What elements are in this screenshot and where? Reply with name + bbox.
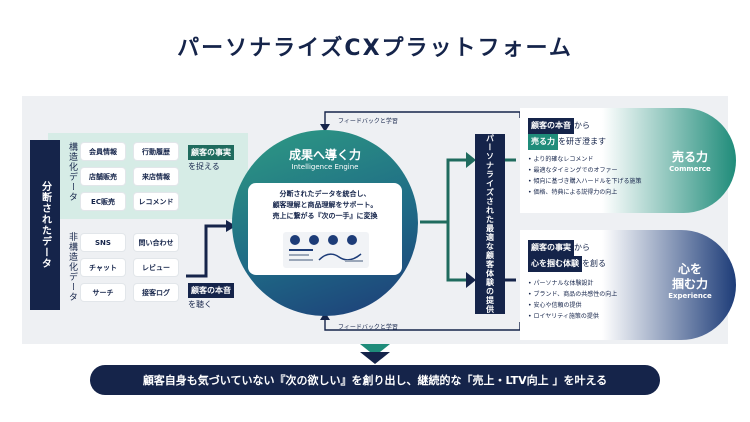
experience-text: 顧客の事実から 心を掴む体験を創る • パーソナルな体験設計 • ブランド、商品…: [528, 240, 658, 322]
experience-power-1: 心を: [677, 262, 702, 276]
commerce-chip-1: 顧客の本音: [528, 118, 574, 134]
down-arrow-bottom: [360, 352, 390, 364]
tag-visit-info: 来店情報: [134, 168, 178, 185]
experience-chip-2: 心を掴む体験: [528, 256, 582, 272]
list-item: • 傾向に基づき購入ハードルを下げる施策: [528, 178, 642, 185]
list-item: • ロイヤリティ施策の提供: [528, 313, 599, 320]
list-item: • より的確なレコメンド: [528, 156, 594, 163]
feedback-bottom-label: フィードバックと学習: [338, 324, 398, 331]
experience-bullets: • パーソナルな体験設計 • ブランド、商品の共感性の向上 • 安心や信頼の提供…: [528, 278, 658, 322]
list-item: • ブランド、商品の共感性の向上: [528, 291, 618, 298]
structured-data-label: 構造化データ: [67, 142, 77, 202]
tag-store-sales: 店舗販売: [81, 168, 125, 185]
down-arrow-top: [360, 344, 390, 356]
commerce-suffix-2: を研ぎ澄ます: [558, 137, 606, 146]
optimal-experience-label: パーソナライズされた最適な顧客体験の提供: [475, 134, 505, 314]
fact-chip: 顧客の事実: [188, 145, 234, 160]
tag-chat: チャット: [81, 259, 125, 276]
engine-description: 分断されたデータを統合し、 顧客理解と商品理解をサポート。 売上に繋がる『次の一…: [248, 189, 402, 222]
experience-chip-1: 顧客の事実: [528, 240, 574, 256]
commerce-power: 売る力: [671, 150, 708, 164]
voice-arrowhead: [226, 220, 236, 232]
feedback-top-arrowhead: [320, 124, 330, 132]
experience-title: 心を 掴む力 Experience: [660, 262, 720, 300]
dashboard-illustration-icon: [283, 232, 369, 268]
commerce-title: 売る力 Commerce: [660, 148, 720, 173]
commerce-headline-2: 売る力を研ぎ澄ます: [528, 134, 658, 150]
tag-sns: SNS: [81, 234, 125, 251]
commerce-chip-2: 売る力: [528, 134, 558, 150]
upper-right-arrowhead: [466, 152, 476, 168]
commerce-headline-1: 顧客の本音から: [528, 118, 658, 134]
list-item: • パーソナルな体験設計: [528, 280, 594, 287]
commerce-text: 顧客の本音から 売る力を研ぎ澄ます • より的確なレコメンド • 最適なタイミン…: [528, 118, 658, 198]
tag-behavior-history: 行動履歴: [134, 143, 178, 160]
fragmented-data-label: 分断されたデータ: [30, 140, 60, 310]
list-item: • 安心や信頼の提供: [528, 302, 582, 309]
tag-inquiry: 問い合わせ: [134, 234, 178, 251]
commerce-bullets: • より的確なレコメンド • 最適なタイミングでのオファー • 傾向に基づき購入…: [528, 154, 658, 198]
experience-en: Experience: [668, 292, 712, 300]
bottom-banner: 顧客自身も気づいていない『次の欲しい』を創り出し、継続的な「売上・LTV向上 」…: [90, 365, 660, 395]
tag-recommend: レコメンド: [134, 193, 178, 210]
engine-line-2: 顧客理解と商品理解をサポート。: [272, 201, 378, 209]
list-item: • 最適なタイミングでのオファー: [528, 167, 618, 174]
feedback-bottom-arrowhead: [320, 312, 330, 320]
experience-suffix-2: を創る: [582, 259, 606, 268]
page-title: パーソナライズCXプラットフォーム: [177, 36, 573, 61]
voice-suffix: を聴く: [188, 300, 212, 309]
tag-member-info: 会員情報: [81, 143, 125, 160]
voice-arrow: [186, 224, 228, 278]
experience-power-2: 掴む力: [671, 277, 708, 291]
commerce-suffix-1: から: [574, 121, 590, 130]
fact-suffix: を捉える: [188, 162, 220, 171]
engine-line-1: 分断されたデータを統合し、: [279, 190, 371, 198]
engine-line-3: 売上に繋がる『次の一手』に変換: [272, 212, 378, 220]
lower-right-arrowhead: [466, 272, 476, 288]
engine-subtitle: Intelligence Engine: [291, 163, 359, 171]
experience-headline-1: 顧客の事実から: [528, 240, 658, 256]
experience-headline-2: 心を掴む体験を創る: [528, 256, 658, 272]
voice-chip: 顧客の本音: [188, 283, 234, 298]
list-item: • 価格、特典による説得力の向上: [528, 189, 618, 196]
voice-listen-label: 顧客の本音 を聴く: [188, 283, 234, 311]
fact-capture-label: 顧客の事実 を捉える: [188, 145, 234, 173]
feedback-top-label: フィードバックと学習: [338, 118, 398, 125]
commerce-en: Commerce: [669, 165, 711, 173]
tag-service-log: 接客ログ: [134, 284, 178, 301]
tag-ec-sales: EC販売: [81, 193, 125, 210]
tag-search: サーチ: [81, 284, 125, 301]
tag-review: レビュー: [134, 259, 178, 276]
engine-right-line: [420, 158, 468, 282]
experience-suffix-1: から: [574, 243, 590, 252]
engine-title: 成果へ導く力: [288, 148, 361, 162]
unstructured-data-label: 非構造化データ: [67, 232, 77, 302]
